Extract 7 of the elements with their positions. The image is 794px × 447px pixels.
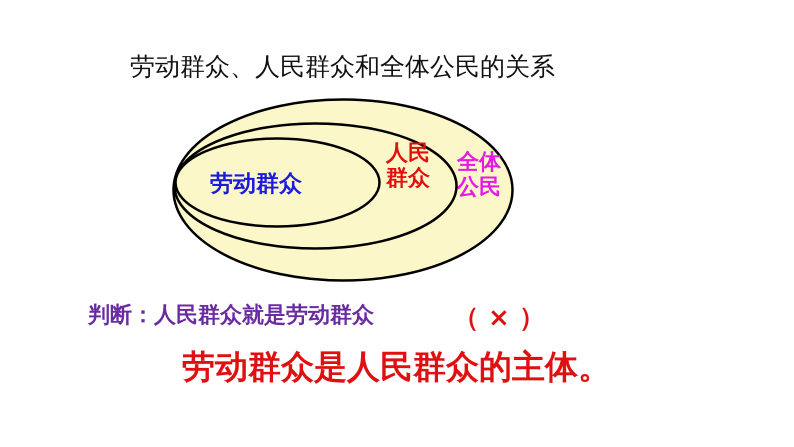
set-label: 人民群众 xyxy=(386,141,431,192)
question-text: 判断：人民群众就是劳动群众 xyxy=(88,302,374,330)
set-label: 劳动群众 xyxy=(210,171,303,198)
conclusion-text: 劳动群众是人民群众的主体。 xyxy=(182,346,611,388)
set-label: 全体公民 xyxy=(457,150,502,201)
title: 劳动群众、人民群众和全体公民的关系 xyxy=(130,51,555,83)
answer-mark: （ × ） xyxy=(453,302,545,335)
